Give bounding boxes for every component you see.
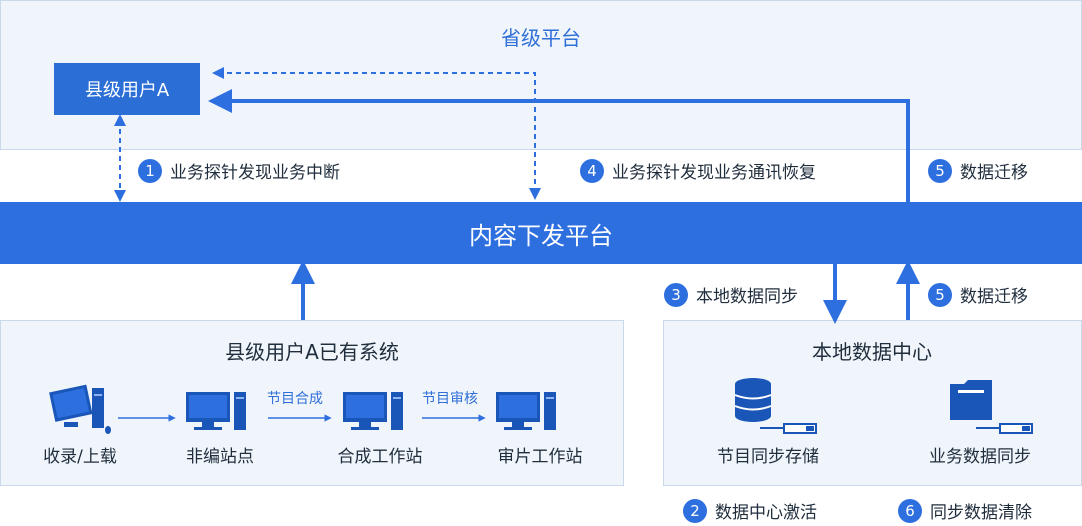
step-label: 业务探针发现业务通讯恢复 <box>612 163 816 183</box>
drive-bar-icon <box>976 423 1033 434</box>
step-number: 1 <box>138 158 162 183</box>
content-distribution-platform: 内容下发平台 <box>0 202 1082 264</box>
workstation-icon <box>49 384 111 434</box>
node-label-review: 审片工作站 <box>497 447 583 467</box>
step-4: 4 业务探针发现业务通讯恢复 <box>580 158 816 183</box>
step-label: 数据迁移 <box>960 163 1028 183</box>
step-2: 2 数据中心激活 <box>683 498 817 523</box>
step-number: 6 <box>898 498 922 523</box>
step-label: 本地数据同步 <box>696 287 798 307</box>
arrow-step4-dashed <box>212 67 541 200</box>
provincial-platform-title: 省级平台 <box>501 26 581 50</box>
step-number: 5 <box>928 282 952 307</box>
edge-label-compose: 节目合成 <box>267 391 323 407</box>
node-label-composite: 合成工作站 <box>337 447 423 467</box>
step-5-bottom: 5 数据迁移 <box>928 282 1028 307</box>
county-user-box: 县级用户A <box>54 63 200 115</box>
step-6: 6 同步数据清除 <box>898 498 1032 523</box>
database-icon <box>734 378 772 422</box>
arrow-step5-top <box>208 89 910 202</box>
node-label-ingest: 收录/上载 <box>43 447 117 467</box>
step-label: 同步数据清除 <box>930 503 1032 523</box>
dc-label-storage: 节目同步存储 <box>717 447 819 467</box>
step-label: 数据迁移 <box>960 287 1028 307</box>
dc-label-business-sync: 业务数据同步 <box>929 447 1031 467</box>
step-3: 3 本地数据同步 <box>664 282 798 307</box>
node-label-nle: 非编站点 <box>186 447 254 467</box>
workstation-icon <box>496 392 556 430</box>
step-label: 数据中心激活 <box>715 503 817 523</box>
folder-icon <box>950 380 992 420</box>
data-center-title: 本地数据中心 <box>812 340 932 364</box>
existing-system-title: 县级用户A已有系统 <box>225 340 399 364</box>
step-number: 2 <box>683 498 707 523</box>
drive-bar-icon <box>760 423 817 434</box>
step-number: 5 <box>928 158 952 183</box>
workstation-icon <box>343 392 403 430</box>
step-number: 3 <box>664 282 688 307</box>
step-number: 4 <box>580 158 604 183</box>
step-5-top: 5 数据迁移 <box>928 158 1028 183</box>
edge-label-review: 节目审核 <box>422 391 478 407</box>
workstation-icon <box>186 392 246 430</box>
